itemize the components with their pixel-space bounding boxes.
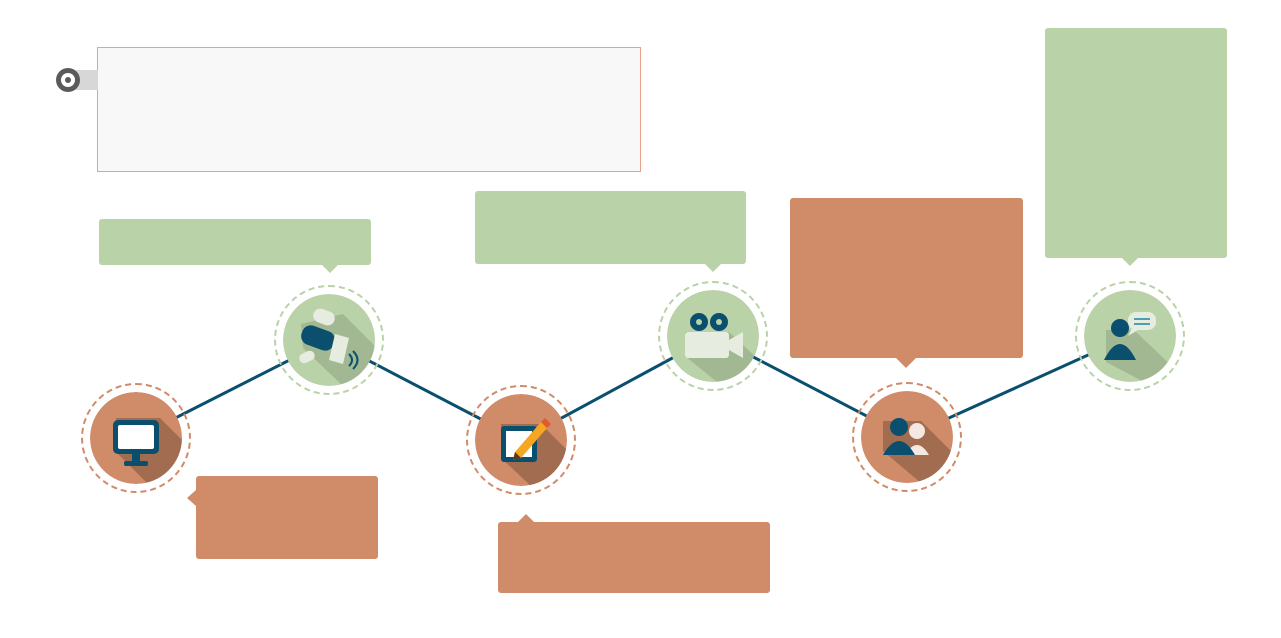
callout-3 (498, 514, 770, 593)
gamepad-icon (283, 294, 375, 386)
title-box (97, 47, 641, 172)
callout-5 (790, 198, 1023, 368)
node-users (852, 382, 962, 492)
title-tab (56, 68, 98, 92)
callout-2 (99, 219, 371, 273)
callout-6 (1045, 28, 1227, 266)
users-icon (861, 391, 953, 483)
node-monitor (81, 383, 191, 493)
callout-4 (475, 191, 746, 272)
callout-1 (187, 476, 378, 559)
node-gamepad (274, 285, 384, 395)
node-chat-user (1075, 281, 1185, 391)
video-camera-icon (667, 290, 759, 382)
chat-user-icon (1084, 290, 1176, 382)
edit-pencil-icon (475, 394, 567, 486)
node-video (658, 281, 768, 391)
node-edit (466, 385, 576, 495)
monitor-icon (90, 392, 182, 484)
target-icon (56, 68, 80, 92)
